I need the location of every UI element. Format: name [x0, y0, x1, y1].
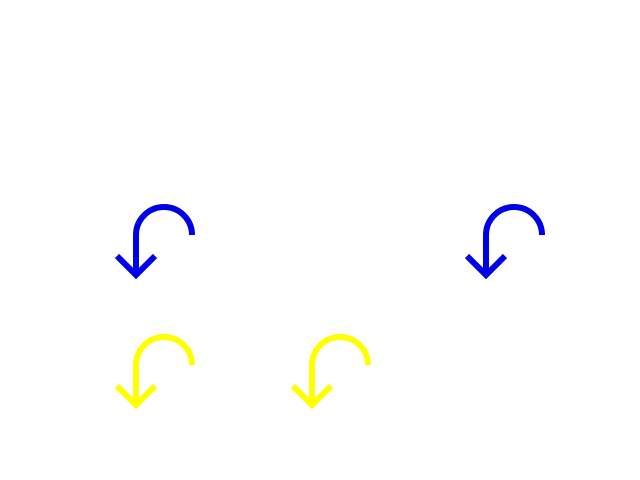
yellow-curved-arrow-icon — [108, 328, 198, 418]
yellow-curved-arrow-icon — [284, 328, 374, 418]
curved-down-arrow-icon — [114, 204, 195, 280]
curved-down-arrow-icon — [114, 334, 195, 410]
blue-curved-arrow-icon — [108, 198, 198, 288]
blue-curved-arrow-icon — [458, 198, 548, 288]
curved-down-arrow-icon — [464, 204, 545, 280]
curved-down-arrow-icon — [290, 334, 371, 410]
